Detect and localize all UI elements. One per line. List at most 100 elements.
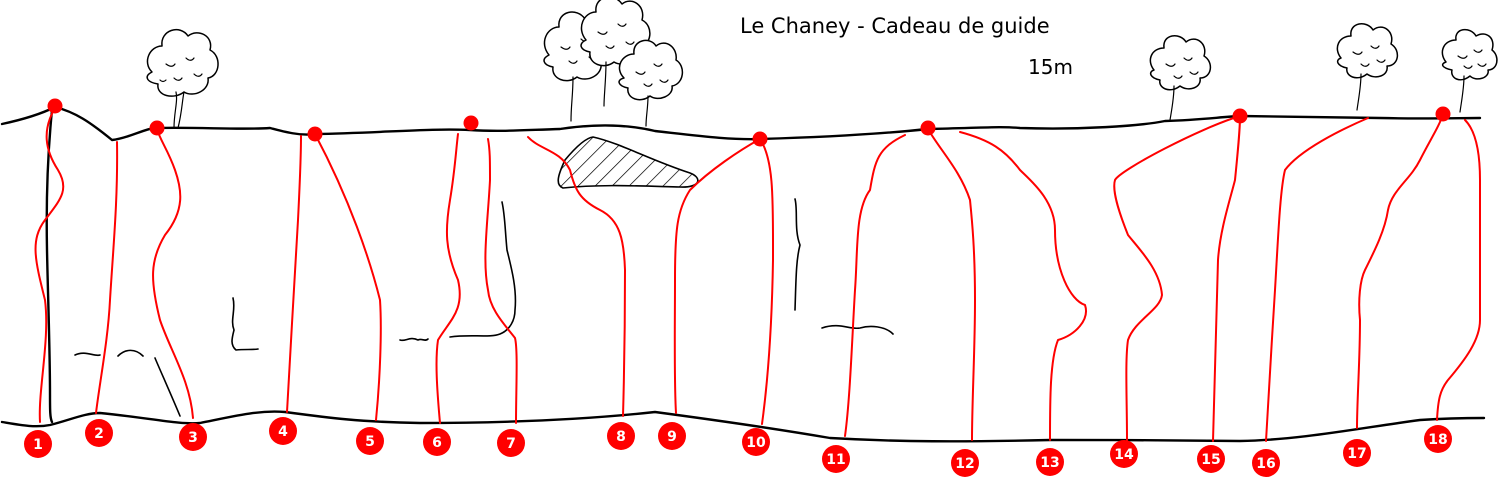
route-badge-2: 2 [85,419,113,447]
route-badge-circle [742,428,770,456]
route-badge-9: 9 [658,422,686,450]
route-number-label: 1 [33,437,43,453]
route-badge-15: 15 [1197,445,1225,473]
route-number-label: 10 [746,435,766,451]
route-line-3 [152,128,194,419]
route-badge-13: 13 [1036,448,1064,476]
belay-anchor [1435,106,1451,122]
route-badge-circle [951,449,979,477]
cliff-top-edge [0,105,1482,142]
route-line-11 [844,134,906,437]
route-badge-1: 1 [24,430,52,458]
route-badge-10: 10 [742,428,770,456]
route-badge-circle [24,430,52,458]
belay-anchor [920,120,936,136]
route-line-9 [673,138,761,414]
route-badge-circle [658,422,686,450]
route-badge-18: 18 [1424,425,1452,453]
crack-feature [794,198,801,311]
route-line-1 [34,107,65,423]
tree-icon [1149,35,1212,121]
route-badge-circle [1036,448,1064,476]
tree-icon [146,28,219,129]
tree-icon [580,0,651,107]
crack-1 [45,108,54,424]
route-line-14 [1113,115,1241,441]
route-line-8 [527,136,626,417]
belay-anchor [149,120,165,136]
route-line-17 [1356,113,1444,429]
route-number-label: 5 [365,434,375,450]
route-number-label: 12 [955,456,974,472]
crack-feature [449,201,517,338]
route-badge-12: 12 [951,449,979,477]
anchors-layer [47,98,1451,147]
belay-anchor [307,126,323,142]
route-badge-circle [497,429,525,457]
route-number-label: 6 [432,435,442,451]
cliff-base-line [0,410,1486,443]
route-badge-11: 11 [822,445,850,473]
tree-icon [1336,23,1399,111]
route-number-label: 15 [1201,452,1220,468]
belay-anchor [47,98,63,114]
route-badge-17: 17 [1343,439,1371,467]
route-badge-circle [1424,425,1452,453]
route-line-18 [1436,119,1482,421]
route-badge-circle [179,423,207,451]
belay-anchor [752,131,768,147]
crack-feature [231,297,259,351]
route-badge-circle [1110,440,1138,468]
route-badge-circle [269,417,297,445]
tree-icon [618,39,684,127]
route-number-label: 3 [188,430,198,446]
route-line-7 [484,138,518,424]
crack-feature [74,352,101,357]
routes-layer [34,107,1482,442]
route-number-label: 7 [506,436,516,452]
route-number-label: 14 [1114,447,1134,463]
route-badge-circle [85,419,113,447]
route-line-15 [1212,115,1241,442]
belay-anchor [463,115,479,131]
cliff-height-label: 15m [1028,55,1073,79]
route-line-16 [1265,117,1369,442]
route-badge-7: 7 [497,429,525,457]
route-line-2 [95,141,119,414]
route-number-label: 9 [667,429,677,445]
route-number-label: 8 [616,429,626,445]
route-badge-circle [423,428,451,456]
route-badge-4: 4 [269,417,297,445]
route-badge-circle [1343,439,1371,467]
route-line-5 [314,133,382,421]
route-badge-5: 5 [356,427,384,455]
route-badge-circle [1252,449,1280,477]
route-badge-16: 16 [1252,449,1280,477]
route-badge-circle [356,427,384,455]
crack-feature [117,349,144,357]
route-badge-circle [822,445,850,473]
route-badge-6: 6 [423,428,451,456]
crag-title: Le Chaney - Cadeau de guide [740,14,1050,38]
crack-feature [154,357,181,417]
route-number-label: 17 [1347,446,1366,462]
route-badge-circle [607,422,635,450]
overhang-roof [557,136,699,189]
route-line-12 [927,128,976,441]
route-line-13 [959,131,1087,441]
crack-feature [821,324,894,335]
route-badge-14: 14 [1110,440,1138,468]
route-badge-circle [1197,445,1225,473]
belay-anchor [1232,108,1248,124]
route-badge-8: 8 [607,422,635,450]
tree-icon [1441,28,1498,113]
route-number-label: 4 [278,424,288,440]
route-badge-3: 3 [179,423,207,451]
route-number-label: 11 [826,452,845,468]
crack-feature [399,337,429,342]
route-line-6 [435,133,461,424]
route-number-label: 13 [1040,455,1059,471]
route-line-10 [759,138,775,425]
